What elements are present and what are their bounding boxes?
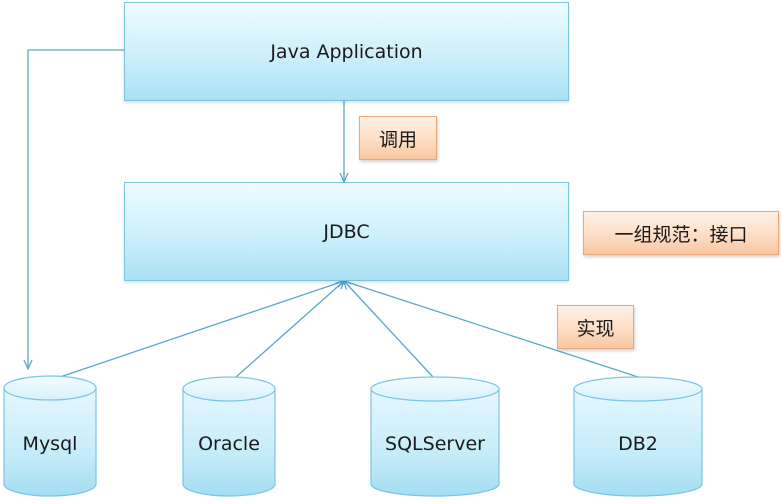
java-application-box: Java Application	[124, 2, 569, 101]
database-db2-icon	[573, 376, 703, 497]
note-call: 调用	[359, 116, 437, 160]
jdbc-box: JDBC	[124, 182, 569, 281]
note-impl: 实现	[557, 305, 634, 349]
database-mysql-icon	[3, 375, 97, 497]
note-spec-label: 一组规范：接口	[614, 223, 748, 246]
jdbc-label: JDBC	[323, 220, 370, 243]
note-spec: 一组规范：接口	[583, 211, 779, 255]
database-label-db2: DB2	[618, 433, 658, 455]
arrow-oracle-to-jdbc	[235, 281, 344, 378]
note-call-label: 调用	[378, 128, 417, 151]
note-impl-label: 实现	[576, 317, 615, 340]
database-label-mysql: Mysql	[22, 433, 78, 455]
database-label-sqlserver: SQLServer	[385, 433, 485, 455]
arrow-sqlserver-to-jdbc	[344, 281, 434, 378]
arrow-mysql-to-jdbc	[59, 281, 344, 378]
database-sqlserver-icon	[370, 376, 500, 497]
database-label-oracle: Oracle	[198, 433, 260, 455]
database-oracle-icon	[182, 376, 276, 497]
java-application-label: Java Application	[270, 40, 423, 63]
arrow-app-to-mysql	[28, 49, 124, 368]
arrow-db2-to-jdbc	[344, 281, 639, 378]
